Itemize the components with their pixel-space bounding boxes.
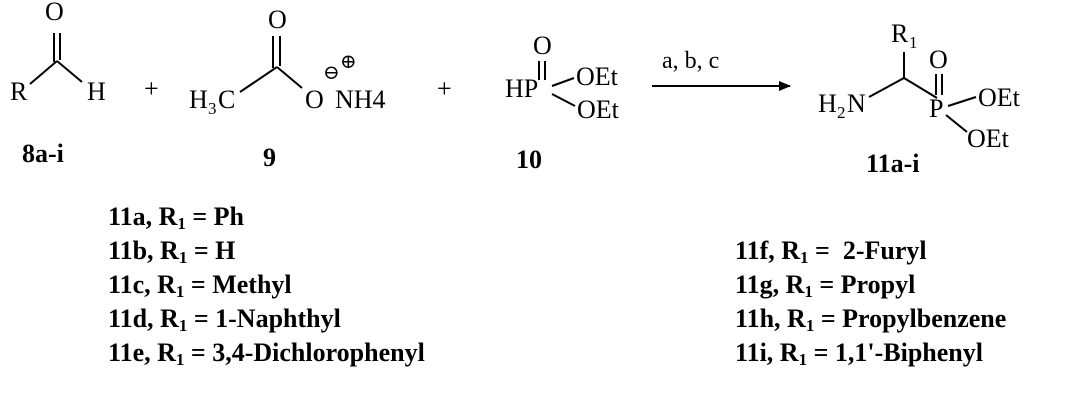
compound-id: 11d <box>108 304 148 333</box>
substituent-value: = 2-Furyl <box>808 236 927 265</box>
product-amine-h: H <box>818 89 837 118</box>
r-symbol: R <box>785 270 805 299</box>
r-symbol: R <box>781 236 801 265</box>
substituent-value: = H <box>187 236 236 265</box>
r-subscript: 1 <box>175 350 185 369</box>
product-ethoxy-1: OEt <box>978 83 1021 112</box>
compound-id: 11g <box>735 270 773 299</box>
r-symbol: R <box>160 236 179 265</box>
substituent-value: = Propylbenzene <box>814 304 1007 333</box>
compound-id: 11i <box>735 338 767 367</box>
r-subscript: 1 <box>175 282 185 301</box>
substituent-item-11b: 11b, R1 = H <box>108 236 236 267</box>
substituent-item-11i: 11i, R1 = 1,1'-Biphenyl <box>735 338 983 369</box>
compound-label-10: 10 <box>516 145 542 174</box>
product-cp-bond <box>903 77 938 99</box>
plus-sign-1: + <box>144 74 159 103</box>
phosphite-oxygen: O <box>533 31 552 60</box>
acetate-carbonyl-oxygen: O <box>268 5 287 34</box>
substituent-value: = 1-Naphthyl <box>187 304 341 333</box>
aldehyde-hydrogen: H <box>87 77 106 106</box>
r-symbol: R <box>779 338 799 367</box>
r-subscript: 1 <box>800 248 809 267</box>
r-subscript: 1 <box>177 214 186 233</box>
compound-label-11a-i: 11a-i <box>866 149 919 178</box>
acetate-anion-oxygen: O <box>305 85 324 114</box>
product-r-group: R <box>891 19 909 48</box>
r-symbol: R <box>158 202 178 231</box>
aldehyde-structure: O R H <box>10 0 106 106</box>
ammonium-acetate-structure: O H 3 C O ⊖ ⊕ NH4 <box>189 5 386 118</box>
r-subscript: 1 <box>178 248 188 267</box>
plus-sign-2: + <box>437 74 452 103</box>
substituent-list-left: 11a, R1 = Ph 11b, R1 = H 11c, R1 = Methy… <box>108 200 425 370</box>
compound-id: 11c <box>108 270 145 299</box>
substituent-item-11c: 11c, R1 = Methyl <box>108 270 292 301</box>
acetate-co-single-bond <box>276 66 303 89</box>
diethyl-phosphite-structure: O HP OEt OEt <box>505 31 620 124</box>
ammonium-nh4: NH4 <box>335 85 386 114</box>
phosphite-ethoxy-1: OEt <box>576 62 619 91</box>
product-ethoxy-2: OEt <box>967 124 1010 153</box>
substituent-list-right: 11f, R1 = 2-Furyl 11g, R1 = Propyl 11h, … <box>735 234 1006 370</box>
phosphite-ethoxy-2: OEt <box>577 95 620 124</box>
substituent-item-11d: 11d, R1 = 1-Naphthyl <box>108 304 341 335</box>
product-po-ethoxy-bond-1 <box>947 96 977 107</box>
r-symbol: R <box>157 338 176 367</box>
product-phosphorus: P <box>929 94 943 123</box>
substituent-value: = 1,1'-Biphenyl <box>807 338 983 367</box>
r-subscript: 1 <box>798 350 808 369</box>
aldehyde-r-group: R <box>10 77 28 106</box>
r-symbol: R <box>787 304 806 333</box>
substituent-item-11g: 11g, R1 = Propyl <box>735 270 916 301</box>
compound-label-9: 9 <box>263 143 276 172</box>
aldehyde-ch-bond <box>56 60 83 83</box>
acetate-methyl-c: C <box>218 85 235 114</box>
product-nc-bond <box>868 77 905 98</box>
substituent-item-11a: 11a, R1 = Ph <box>108 202 245 233</box>
r-subscript: 1 <box>804 282 813 301</box>
compound-id: 11e <box>108 338 145 367</box>
compound-label-8a-i: 8a-i <box>22 139 64 168</box>
compound-id: 11f <box>735 236 769 265</box>
substituent-value: = Methyl <box>184 270 292 299</box>
r-subscript: 1 <box>178 316 188 335</box>
substituent-value: = Ph <box>185 202 245 231</box>
acetate-cc-bond <box>239 66 278 93</box>
product-po-ethoxy-bond-2 <box>945 114 968 133</box>
product-amine-subscript: 2 <box>837 103 846 122</box>
aldehyde-rc-bond <box>29 60 58 85</box>
product-amine-n: N <box>847 89 866 118</box>
negative-charge-icon: ⊖ <box>323 62 340 84</box>
compound-id: 11h <box>735 304 775 333</box>
acetate-methyl-h: H <box>189 85 208 114</box>
product-phosphoryl-oxygen: O <box>929 45 948 74</box>
r-symbol: R <box>160 304 179 333</box>
substituent-item-11h: 11h, R1 = Propylbenzene <box>735 304 1007 335</box>
product-structure: R 1 H 2 N O P OEt OEt <box>818 19 1021 153</box>
compound-id: 11b <box>108 236 148 265</box>
phosphite-po-ethoxy-bond-1 <box>551 77 575 87</box>
compound-id: 11a <box>108 202 146 231</box>
substituent-value: = 3,4-Dichlorophenyl <box>184 338 425 367</box>
product-r-subscript: 1 <box>909 33 918 52</box>
substituent-item-11f: 11f, R1 = 2-Furyl <box>735 236 927 267</box>
substituent-value: = Propyl <box>812 270 916 299</box>
acetate-methyl-subscript: 3 <box>208 99 217 118</box>
reaction-conditions: a, b, c <box>662 48 719 74</box>
substituent-item-11e: 11e, R1 = 3,4-Dichlorophenyl <box>108 338 425 369</box>
r-symbol: R <box>157 270 176 299</box>
phosphite-hp: HP <box>505 74 538 103</box>
positive-charge-icon: ⊕ <box>340 51 357 73</box>
r-subscript: 1 <box>805 316 815 335</box>
aldehyde-oxygen: O <box>45 0 64 26</box>
phosphite-po-ethoxy-bond-2 <box>551 93 576 107</box>
